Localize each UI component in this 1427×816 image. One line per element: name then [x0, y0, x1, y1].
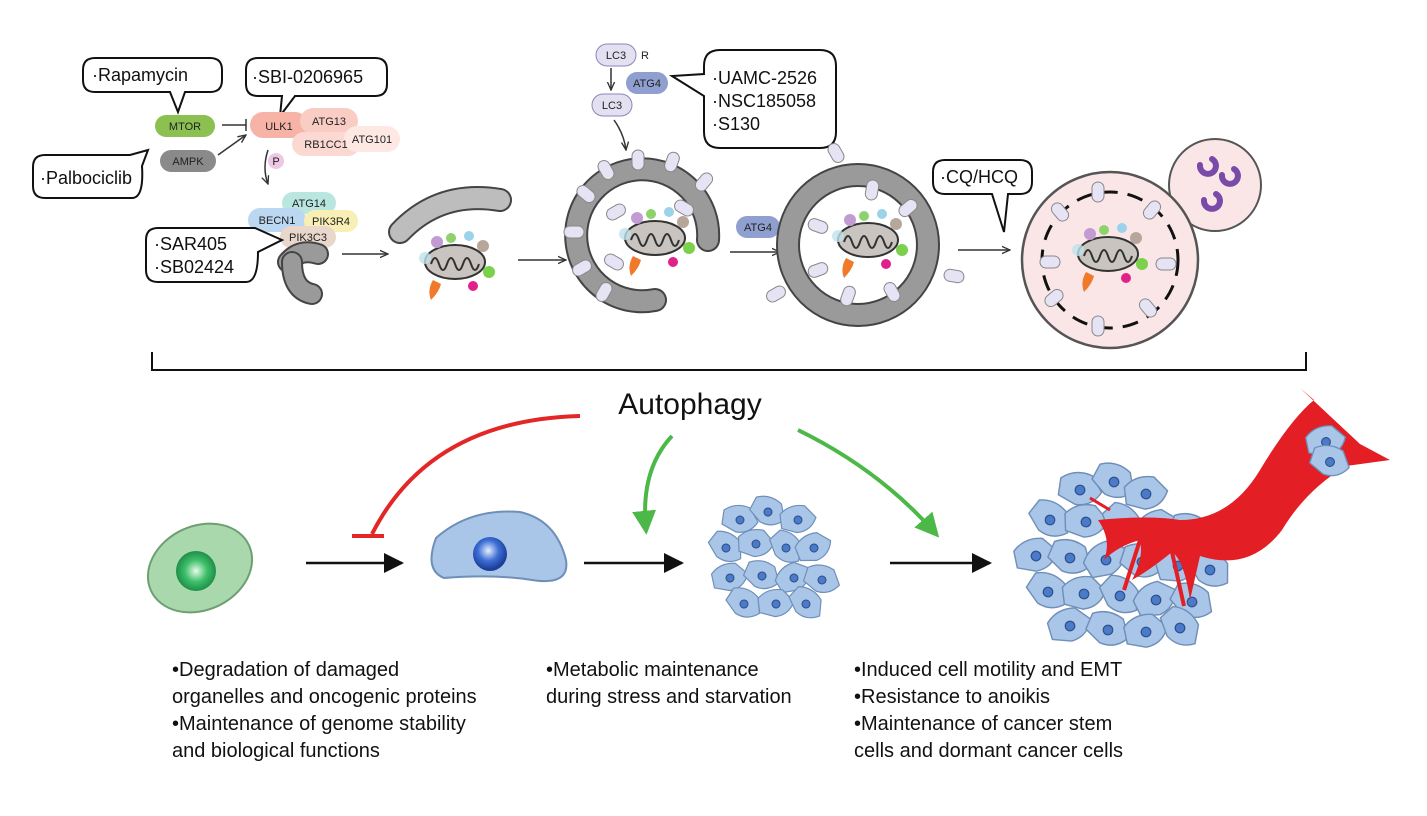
atg4-delipidation: ATG4	[730, 216, 780, 252]
svg-text:•Degradation of damaged: •Degradation of damaged	[172, 659, 399, 681]
svg-text:BECN1: BECN1	[259, 215, 296, 227]
palbociclib-callout: ·Palbociclib	[32, 148, 150, 199]
svg-text:•Maintenance of cancer stem: •Maintenance of cancer stem	[854, 713, 1112, 735]
mtor-node: MTOR	[155, 115, 215, 137]
svg-text:organelles and oncogenic prote: organelles and oncogenic proteins	[172, 686, 477, 708]
outcome-right: •Induced cell motility and EMT •Resistan…	[854, 659, 1123, 762]
autophagosome	[763, 140, 966, 327]
ulk1-complex: ULK1 ATG13 RB1CC1 ATG101	[250, 108, 400, 156]
svg-text:cells and dormant cancer cells: cells and dormant cancer cells	[854, 740, 1123, 762]
ulk1-to-pi3k-arrow	[265, 149, 268, 184]
rapamycin-label: ·Rapamycin	[92, 65, 188, 85]
autophagy-promotes-metastasis	[797, 428, 940, 538]
svg-text:PIK3R4: PIK3R4	[312, 216, 350, 228]
svg-text:ATG14: ATG14	[292, 198, 326, 210]
outcome-left: •Degradation of damaged organelles and o…	[172, 659, 477, 762]
sb02424-label: ·SB02424	[154, 257, 234, 277]
uamc-label: ·UAMC-2526	[712, 68, 817, 88]
svg-text:ULK1: ULK1	[265, 121, 293, 133]
svg-text:PIK3C3: PIK3C3	[289, 232, 327, 244]
phagophore-elongation	[388, 186, 512, 300]
phagophore-closing	[563, 149, 721, 314]
autophagy-label: Autophagy	[618, 388, 761, 421]
svg-text:during stress and starvation: during stress and starvation	[546, 686, 792, 708]
phospho-node: P	[268, 153, 284, 169]
svg-text:•Resistance to anoikis: •Resistance to anoikis	[854, 686, 1050, 708]
ampk-node: AMPK	[160, 150, 216, 172]
lysosome	[1168, 138, 1262, 232]
sbi-label: ·SBI-0206965	[252, 67, 363, 87]
svg-text:ATG13: ATG13	[312, 116, 346, 128]
svg-text:•Induced cell motility and EMT: •Induced cell motility and EMT	[854, 659, 1122, 681]
atg4-inhibitor-callout: ·UAMC-2526 ·NSC185058 ·S130	[668, 49, 837, 149]
ampk-activates-ulk1	[217, 135, 246, 156]
autolysosome	[1020, 170, 1200, 350]
svg-text:AMPK: AMPK	[172, 156, 204, 168]
mtor-inhibits-ulk1	[222, 119, 247, 131]
tumor-cluster	[703, 491, 843, 625]
svg-text:ATG101: ATG101	[352, 134, 392, 146]
svg-text:LC3: LC3	[606, 50, 626, 62]
svg-text:•Maintenance of genome stabili: •Maintenance of genome stability	[172, 713, 466, 735]
autophagy-suppresses-tumorigenesis	[352, 414, 581, 538]
sar405-callout: ·SAR405 ·SB02424	[145, 227, 285, 283]
outcome-middle: •Metabolic maintenance during stress and…	[546, 659, 792, 708]
svg-text:MTOR: MTOR	[169, 121, 201, 133]
palbociclib-label: ·Palbociclib	[40, 168, 132, 188]
svg-text:RB1CC1: RB1CC1	[304, 139, 347, 151]
autophagy-promotes-survival	[632, 434, 674, 535]
svg-text:LC3: LC3	[602, 100, 622, 112]
sbi-callout: ·SBI-0206965	[245, 57, 388, 120]
rapamycin-callout: ·Rapamycin	[82, 57, 223, 115]
svg-text:and biological functions: and biological functions	[172, 740, 380, 762]
lc3-processing: LC3 R ATG4 LC3	[591, 43, 668, 150]
normal-cell	[146, 522, 254, 614]
sar405-label: ·SAR405	[154, 234, 227, 254]
svg-text:P: P	[272, 156, 279, 168]
blood-vessel	[1089, 388, 1390, 607]
pathway-bracket	[151, 352, 1307, 371]
cq-callout: ·CQ/HCQ	[932, 159, 1033, 233]
pi3k-complex: ATG14 BECN1 PIK3R4 PIK3C3	[248, 192, 358, 248]
nsc-label: ·NSC185058	[712, 91, 816, 111]
svg-text:R: R	[641, 50, 649, 62]
svg-text:•Metabolic maintenance: •Metabolic maintenance	[546, 659, 759, 681]
s130-label: ·S130	[712, 114, 760, 134]
cq-label: ·CQ/HCQ	[940, 167, 1018, 187]
svg-text:ATG4: ATG4	[744, 222, 772, 234]
transformed-cell	[430, 510, 568, 582]
svg-text:ATG4: ATG4	[633, 78, 661, 90]
